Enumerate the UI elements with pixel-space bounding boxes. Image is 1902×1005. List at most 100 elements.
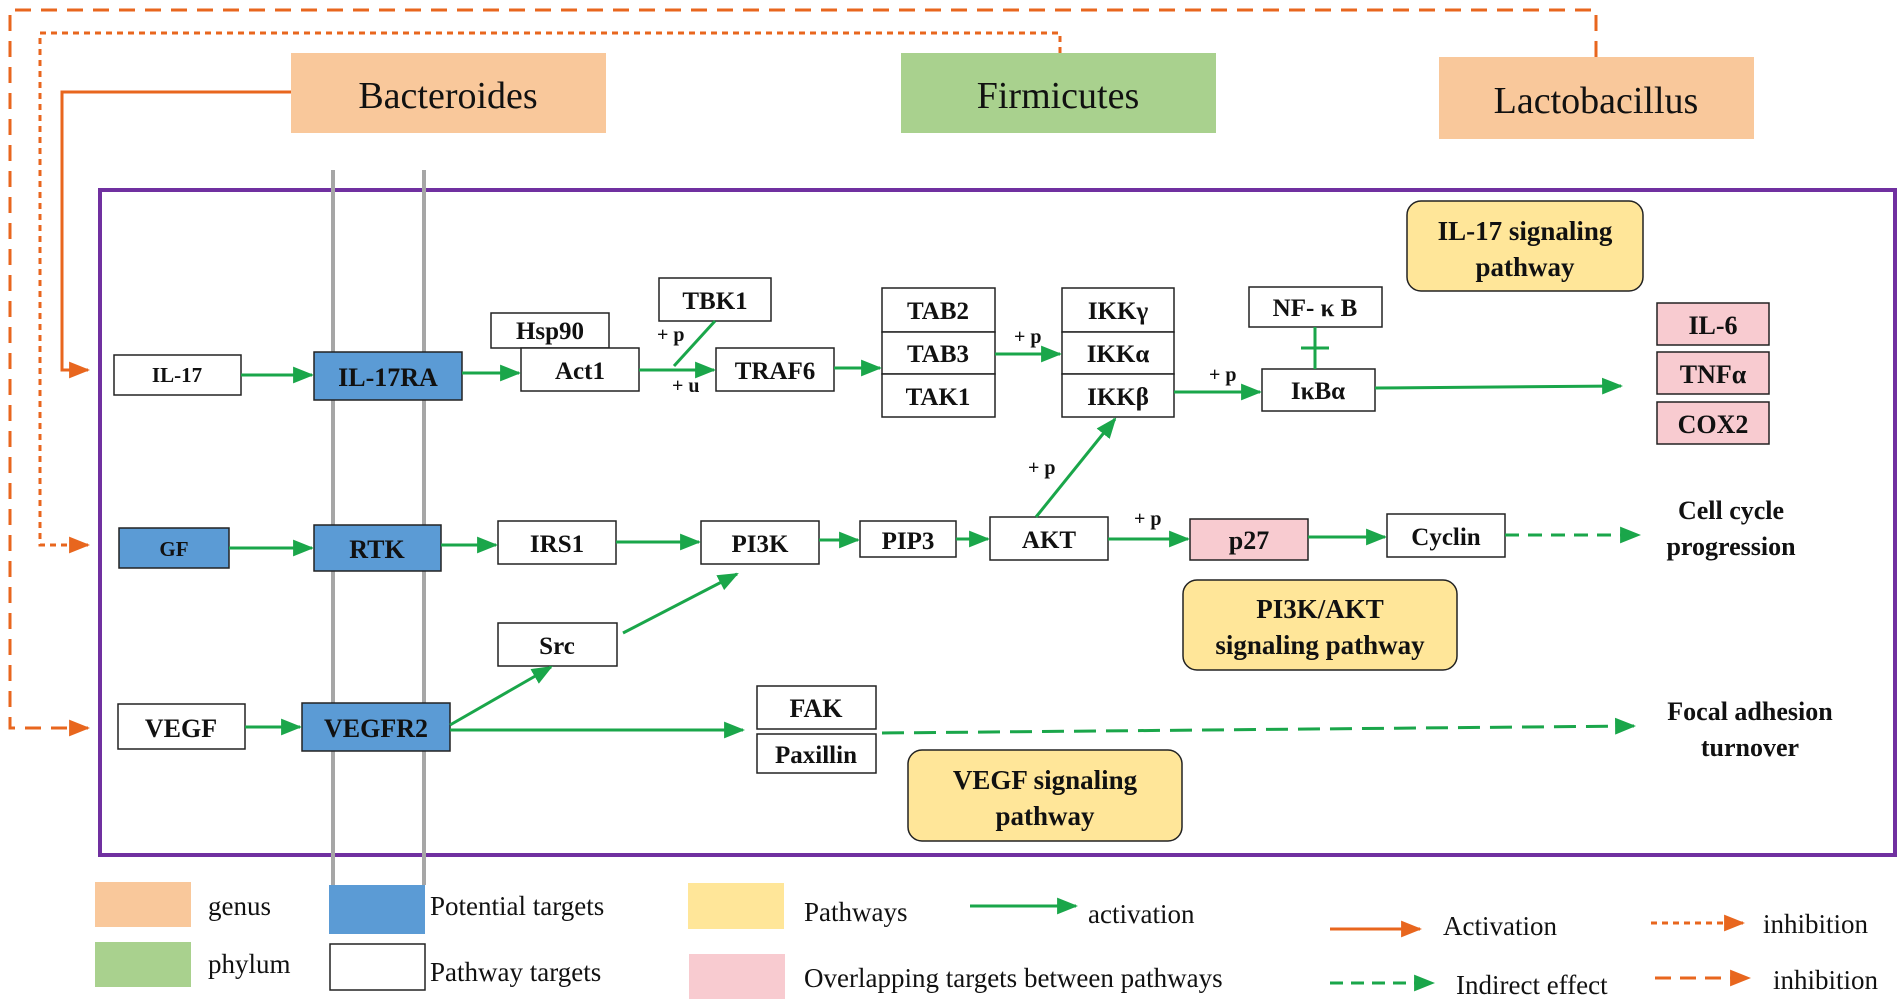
node-ikba: IκBα (1261, 368, 1376, 412)
sign-p-akt-ikk: + p (1028, 457, 1056, 479)
node-akt-label: AKT (1022, 527, 1077, 554)
taxon-bacteroides-label: Bacteroides (358, 75, 537, 117)
node-p27: p27 (1189, 518, 1309, 561)
node-nfkb-label: NF- κ B (1273, 295, 1358, 322)
pathway-vegf-line1: VEGF signaling (953, 765, 1138, 795)
node-ikka-label: IKKα (1087, 341, 1150, 368)
taxon-lactobacillus-label: Lactobacillus (1494, 80, 1699, 122)
node-paxillin: Paxillin (756, 733, 877, 774)
node-cyclin: Cyclin (1386, 513, 1506, 558)
arrow-ikba-cytokines (1374, 377, 1624, 395)
node-tab2-label: TAB2 (907, 298, 969, 325)
node-vegfr2-label: VEGFR2 (324, 714, 428, 743)
node-tbk1-label: TBK1 (682, 288, 747, 315)
sign-u-traf6: + u (672, 375, 700, 397)
node-fak: FAK (756, 685, 877, 730)
sign-p-tbk1: + p (657, 324, 685, 346)
legend-pathways-label: Pathways (804, 897, 908, 927)
legend-phylum-label: phylum (208, 949, 291, 979)
pathway-il17: IL-17 signaling pathway (1406, 200, 1644, 292)
line-tbk1-act1 (672, 319, 717, 368)
node-il17ra-label: IL-17RA (338, 363, 438, 392)
outcome-focal-line2: turnover (1701, 733, 1799, 762)
node-pi3k: PI3K (700, 520, 820, 565)
node-rtk: RTK (313, 524, 442, 572)
node-ikkg-label: IKKγ (1088, 298, 1149, 325)
node-src-label: Src (539, 633, 575, 660)
node-tnfa: TNFα (1656, 351, 1770, 395)
pathway-vegf-line2: pathway (995, 801, 1095, 831)
legend-pathway-target-label: Pathway targets (430, 957, 601, 987)
node-hsp90-label: Hsp90 (516, 318, 584, 345)
node-paxillin-label: Paxillin (775, 742, 857, 769)
node-ikk-complex: IKKγ IKKα IKKβ (1061, 287, 1175, 418)
legend-genus-swatch (95, 882, 191, 927)
arrow-vegfr2-src (449, 665, 553, 727)
legend-indirect-label: Indirect effect (1456, 970, 1608, 1000)
node-act1: Act1 (520, 347, 640, 392)
node-il17-label: IL-17 (152, 363, 202, 387)
node-cyclin-label: Cyclin (1411, 524, 1481, 551)
legend-genus-label: genus (208, 891, 271, 921)
node-il17ra: IL-17RA (313, 351, 463, 401)
pathway-pi3k-line1: PI3K/AKT (1256, 594, 1384, 624)
node-il6-label: IL-6 (1688, 311, 1737, 340)
outcome-focal-adhesion: Focal adhesion turnover (1667, 697, 1833, 762)
node-cox2: COX2 (1656, 401, 1770, 445)
node-pip3-label: PIP3 (882, 528, 935, 555)
node-irs1: IRS1 (497, 520, 617, 565)
node-akt: AKT (989, 516, 1109, 561)
legend-potential-swatch (329, 885, 425, 934)
legend-pathways-swatch (688, 883, 784, 929)
sign-p-p27: + p (1134, 508, 1162, 530)
node-act1-label: Act1 (555, 358, 605, 385)
node-il17: IL-17 (113, 354, 242, 396)
node-tab-complex: TAB2 TAB3 TAK1 (881, 287, 996, 418)
node-tak1-label: TAK1 (906, 384, 971, 411)
outcome-cell-cycle-line1: Cell cycle (1678, 496, 1784, 525)
legend-overlap-swatch (689, 954, 785, 999)
node-vegfr2: VEGFR2 (301, 702, 451, 752)
outcome-focal-line1: Focal adhesion (1667, 697, 1833, 726)
pathway-frame (98, 188, 1897, 857)
node-gf: GF (118, 527, 230, 569)
node-cox2-label: COX2 (1678, 410, 1749, 439)
node-src: Src (497, 622, 618, 667)
arrow-src-pi3k (622, 572, 739, 635)
indirect-paxillin-focal (881, 717, 1637, 735)
outcome-cell-cycle: Cell cycle progression (1666, 496, 1796, 561)
node-pip3: PIP3 (859, 520, 957, 558)
taxon-bacteroides: Bacteroides (291, 53, 606, 133)
legend-pathway-target-swatch (329, 943, 426, 991)
bacteroides-activation-arrow (60, 90, 291, 379)
node-vegf-label: VEGF (145, 714, 217, 743)
node-pi3k-label: PI3K (732, 531, 790, 558)
node-hsp90: Hsp90 (490, 312, 610, 349)
node-ikkb-label: IKKβ (1087, 384, 1149, 411)
pathway-vegf: VEGF signaling pathway (907, 749, 1183, 842)
node-p27-label: p27 (1229, 526, 1269, 555)
node-rtk-label: RTK (349, 535, 405, 564)
arrow-akt-ikk (1034, 417, 1117, 518)
pathway-pi3k-akt: PI3K/AKT signaling pathway (1182, 579, 1458, 671)
node-irs1-label: IRS1 (530, 531, 584, 558)
legend-inhibition-dashed-label: inhibition (1773, 965, 1879, 995)
taxon-firmicutes-label: Firmicutes (977, 75, 1140, 117)
node-il6: IL-6 (1656, 302, 1770, 346)
node-fak-label: FAK (790, 694, 844, 723)
node-nfkb: NF- κ B (1248, 286, 1383, 328)
legend-potential-label: Potential targets (430, 891, 604, 921)
node-traf6: TRAF6 (715, 347, 835, 392)
taxon-firmicutes: Firmicutes (901, 53, 1216, 133)
sign-p-ikk: + p (1014, 326, 1042, 348)
lactobacillus-inhibition-arrow (8, 8, 1598, 737)
node-tbk1: TBK1 (658, 277, 772, 322)
outcome-cell-cycle-line2: progression (1666, 532, 1796, 561)
taxon-lactobacillus: Lactobacillus (1439, 57, 1754, 139)
node-vegf: VEGF (117, 703, 246, 750)
node-traf6-label: TRAF6 (735, 358, 816, 385)
firmicutes-inhibition-arrow (38, 31, 1062, 554)
pathway-il17-line2: pathway (1475, 252, 1575, 282)
legend-activation-orange-label: Activation (1443, 911, 1557, 941)
